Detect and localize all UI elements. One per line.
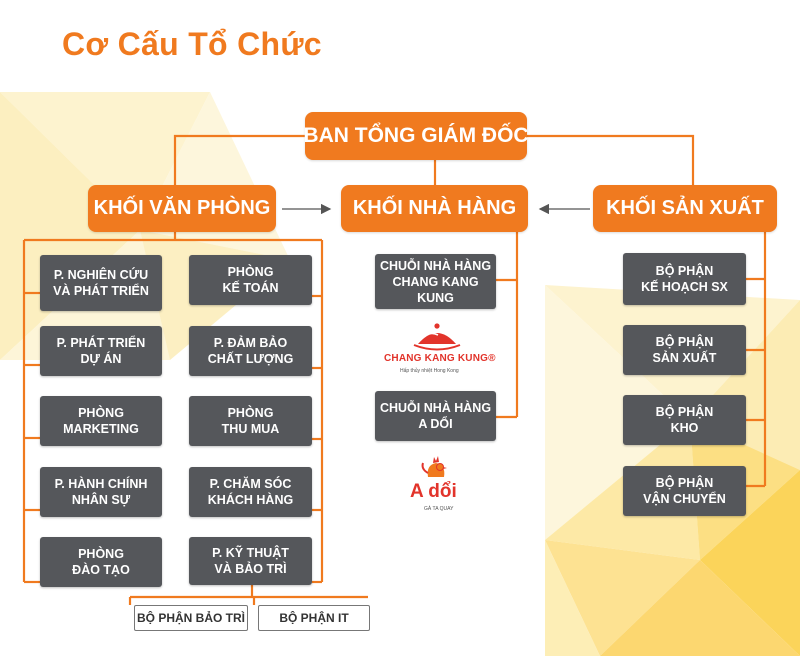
production-unit-box: BỘ PHẬN VẬN CHUYỂN — [623, 466, 746, 516]
dept-line: PHÒNG — [227, 406, 274, 420]
production-unit-line: BỘ PHẬN — [655, 264, 714, 278]
dept-line: P. KỸ THUẬT — [212, 546, 289, 560]
division-san-xuat-label: KHỐI SẢN XUẤT — [606, 197, 764, 219]
sub-unit-box: BỘ PHẬN BẢO TRÌ — [134, 605, 248, 631]
dept-line: ĐÀO TẠO — [72, 563, 130, 577]
division-nha-hang-label: KHỐI NHÀ HÀNG — [352, 197, 517, 219]
dept-box: P. KỸ THUẬT VÀ BẢO TRÌ — [189, 537, 312, 585]
root-label: BAN TỔNG GIÁM ĐỐC — [303, 124, 529, 147]
dept-line: P. HÀNH CHÍNH — [54, 477, 148, 491]
dept-box: PHÒNG MARKETING — [40, 396, 162, 446]
dept-line: P. ĐẢM BẢO — [213, 336, 288, 350]
a-doi-name: A dổi — [410, 481, 457, 502]
division-san-xuat: KHỐI SẢN XUẤT — [593, 185, 777, 232]
dept-line: VÀ BẢO TRÌ — [214, 562, 287, 576]
restaurant-chain-line: CHUỖI NHÀ HÀNG — [379, 401, 492, 415]
dept-box: P. PHÁT TRIỂN DỰ ÁN — [40, 326, 162, 376]
sub-unit-label: BỘ PHẬN IT — [279, 611, 349, 625]
dept-box: P. ĐẢM BẢO CHẤT LƯỢNG — [189, 326, 312, 376]
dept-line: P. CHĂM SÓC — [209, 477, 292, 491]
production-unit-line: BỘ PHẬN — [655, 335, 714, 349]
dept-line: NHÂN SỰ — [71, 493, 131, 507]
dept-line: THU MUA — [221, 422, 280, 436]
division-van-phong: KHỐI VĂN PHÒNG — [88, 185, 276, 232]
sub-unit-box: BỘ PHẬN IT — [258, 605, 370, 631]
dept-box: PHÒNG ĐÀO TẠO — [40, 537, 162, 587]
dept-line: PHÒNG — [78, 547, 124, 561]
production-unit-box: BỘ PHẬN SẢN XUẤT — [623, 325, 746, 375]
restaurant-chain-line: CHUỖI NHÀ HÀNG — [379, 258, 492, 273]
dept-line: MARKETING — [63, 422, 139, 436]
production-unit-line: BỘ PHẬN — [655, 405, 714, 419]
division-van-phong-label: KHỐI VĂN PHÒNG — [93, 197, 271, 219]
dept-line: PHÒNG — [78, 406, 124, 420]
rooster-icon — [421, 456, 447, 477]
dept-line: KẾ TOÁN — [222, 281, 279, 295]
dept-box: P. HÀNH CHÍNH NHÂN SỰ — [40, 467, 162, 517]
a-doi-tagline: GÀ TA QUAY — [424, 506, 454, 512]
dept-line: CHẤT LƯỢNG — [207, 352, 294, 366]
restaurant-chain-box: CHUỖI NHÀ HÀNG A DỔI — [375, 391, 496, 441]
production-unit-line: SẢN XUẤT — [652, 351, 717, 365]
division-nha-hang: KHỐI NHÀ HÀNG — [341, 185, 528, 232]
root-box: BAN TỔNG GIÁM ĐỐC — [303, 112, 529, 160]
dept-line: P. NGHIÊN CỨU — [53, 268, 149, 282]
dept-box: PHÒNG THU MUA — [189, 396, 312, 446]
dept-line: KHÁCH HÀNG — [207, 493, 294, 507]
chang-kang-kung-tagline: Hấp thủy nhiệt Hong Kong — [400, 368, 459, 374]
restaurant-chain-box: CHUỖI NHÀ HÀNG CHANG KANG KUNG — [375, 254, 496, 309]
dept-box: P. CHĂM SÓC KHÁCH HÀNG — [189, 467, 312, 517]
dept-line: VÀ PHÁT TRIỂN — [53, 284, 149, 298]
dept-line: DỰ ÁN — [80, 352, 122, 366]
restaurant-chain-line: A DỔI — [418, 417, 453, 431]
restaurant-chain-line: CHANG KANG KUNG — [392, 274, 479, 305]
production-unit-box: BỘ PHẬN KẾ HOẠCH SX — [623, 253, 746, 305]
production-unit-box: BỘ PHẬN KHO — [623, 395, 746, 445]
chang-kang-kung-name: CHANG KANG KUNG® — [384, 353, 496, 364]
dept-box: PHÒNG KẾ TOÁN — [189, 255, 312, 305]
dept-line: PHÒNG — [227, 265, 274, 279]
covered-dish-icon — [413, 323, 461, 351]
production-unit-line: KHO — [670, 421, 699, 435]
dept-line: P. PHÁT TRIỂN — [56, 336, 146, 350]
production-unit-line: KẾ HOẠCH SX — [641, 280, 728, 294]
dept-box: P. NGHIÊN CỨU VÀ PHÁT TRIỂN — [40, 255, 162, 311]
a-doi-logo: A dổi GÀ TA QUAY — [408, 453, 468, 515]
production-unit-line: VẬN CHUYỂN — [643, 492, 726, 506]
chang-kang-kung-logo: CHANG KANG KUNG® Hấp thủy nhiệt Hong Kon… — [382, 318, 495, 378]
production-unit-line: BỘ PHẬN — [655, 476, 714, 490]
page-title: Cơ Cấu Tổ Chức — [62, 26, 322, 62]
sub-unit-label: BỘ PHẬN BẢO TRÌ — [137, 611, 245, 625]
